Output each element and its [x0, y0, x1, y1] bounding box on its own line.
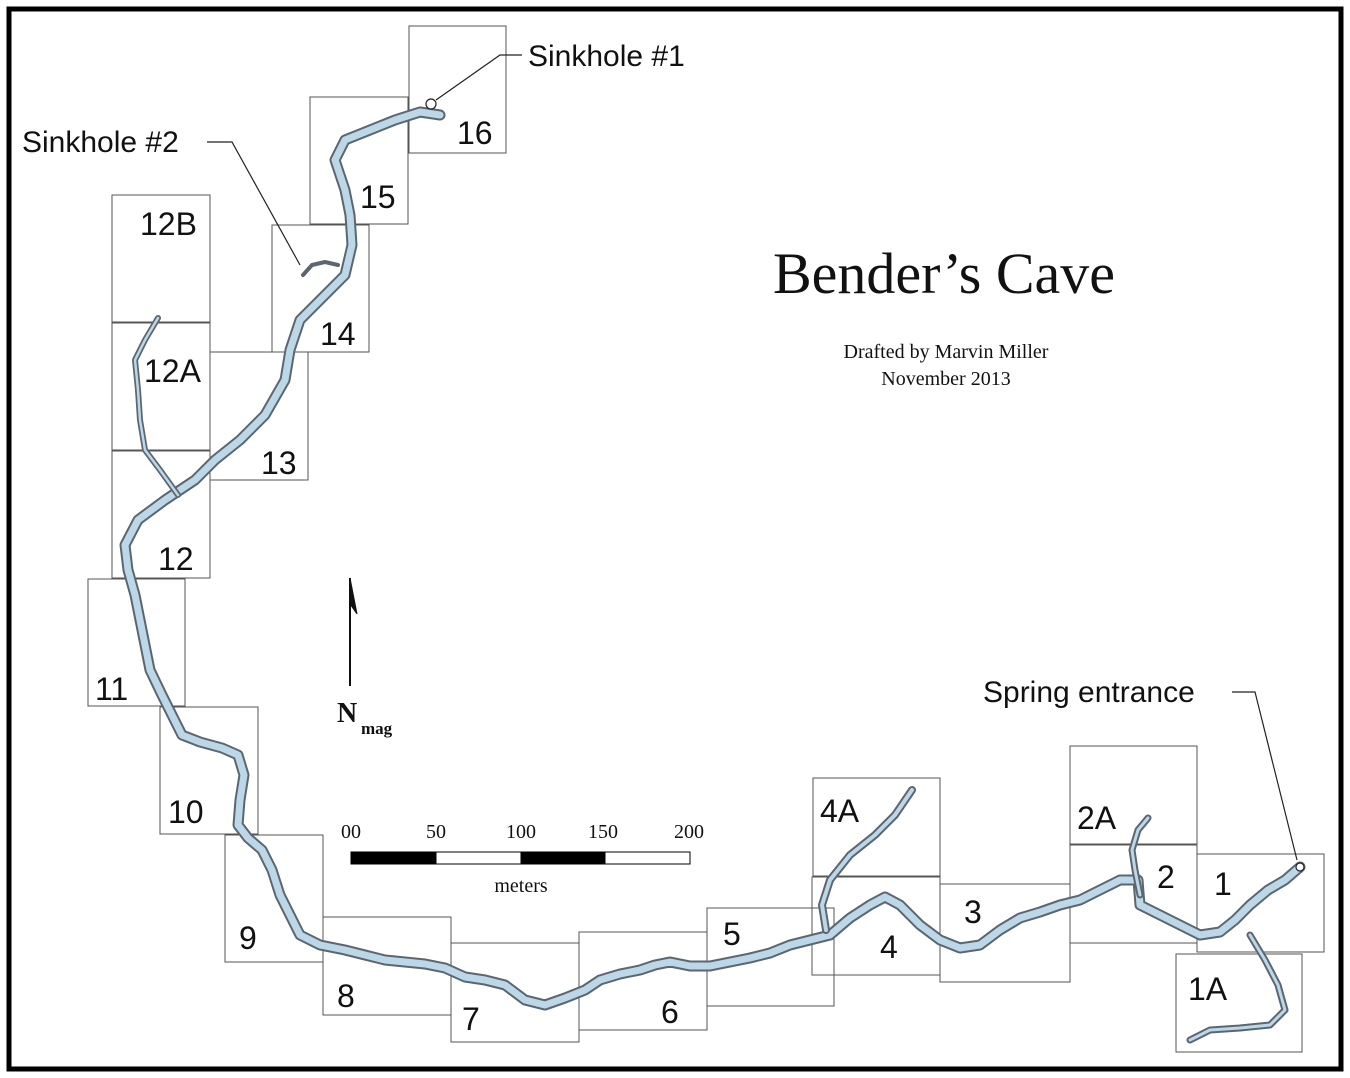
- sheet-box-16[interactable]: [408, 25, 507, 154]
- scale-unit: meters: [494, 875, 548, 897]
- scale-tick-200: 200: [674, 821, 704, 843]
- sheet-label-10: 10: [168, 794, 204, 830]
- sinkhole-1-marker: [425, 98, 437, 110]
- scale-segment-1: [350, 851, 437, 865]
- drafted-by: Drafted by Marvin Miller: [844, 341, 1049, 363]
- north-arrow-head-icon: [349, 577, 358, 615]
- sheet-label-16: 16: [457, 115, 493, 151]
- sheet-label-3: 3: [964, 894, 982, 930]
- sheet-labels: 1 1A 2 2A 3 4 4A 5 6 7 8 9 10 11 12 12A …: [95, 115, 1232, 1037]
- sinkhole-2-label: Sinkhole #2: [22, 126, 179, 159]
- sheet-label-13: 13: [261, 445, 297, 481]
- sinkhole-1-leader: [435, 54, 522, 101]
- spring-entrance-label: Spring entrance: [983, 676, 1195, 709]
- callouts: Sinkhole #1 Sinkhole #2 Spring entrance: [22, 40, 1298, 861]
- scale-tick-0: 00: [341, 821, 361, 843]
- sheet-label-15: 15: [360, 179, 396, 215]
- title-block: Bender’s Cave Drafted by Marvin Miller N…: [773, 241, 1115, 390]
- sheet-label-1: 1: [1214, 866, 1232, 902]
- sinkhole-1-label: Sinkhole #1: [528, 40, 685, 73]
- sheet-label-9: 9: [239, 920, 257, 956]
- sheet-box-1A[interactable]: [1175, 953, 1303, 1053]
- sheet-label-2A: 2A: [1077, 800, 1117, 836]
- sheet-box-10[interactable]: [159, 706, 259, 835]
- sheet-box-9[interactable]: [224, 834, 324, 963]
- sheet-label-14: 14: [320, 316, 356, 352]
- sheet-label-7: 7: [462, 1001, 480, 1037]
- sheet-label-2: 2: [1157, 859, 1175, 895]
- sheet-label-11: 11: [95, 671, 128, 707]
- scale-bar: 00 50 100 150 200 meters: [341, 821, 704, 897]
- sheet-box-12B[interactable]: [111, 194, 211, 323]
- sheet-label-1A: 1A: [1188, 971, 1228, 1007]
- sheet-label-4A: 4A: [820, 793, 860, 829]
- spring-entrance-leader: [1232, 691, 1298, 861]
- scale-tick-150: 150: [588, 821, 618, 843]
- scale-segment-2: [435, 851, 522, 865]
- north-arrow-letter: N: [337, 698, 357, 729]
- north-arrow: N mag: [337, 577, 393, 738]
- draft-date: November 2013: [881, 368, 1010, 390]
- sheet-label-12B: 12B: [140, 206, 197, 242]
- sheet-label-5: 5: [723, 916, 741, 952]
- cave-passage: [119, 98, 1306, 1044]
- sheet-box-11[interactable]: [87, 578, 186, 707]
- sheet-box-4[interactable]: [811, 876, 941, 976]
- sheet-box-4A[interactable]: [812, 777, 941, 877]
- sheet-box-15[interactable]: [309, 96, 409, 225]
- sheet-box-14[interactable]: [271, 224, 370, 353]
- scale-tick-50: 50: [426, 821, 446, 843]
- north-arrow-subscript: mag: [361, 719, 393, 738]
- sinkhole-2-leader: [207, 141, 301, 266]
- sheet-label-8: 8: [337, 978, 355, 1014]
- scale-segment-3: [520, 851, 606, 865]
- sheet-label-6: 6: [661, 994, 679, 1030]
- scale-segment-4: [604, 851, 691, 865]
- sheet-label-12A: 12A: [144, 353, 202, 389]
- sheet-box-12[interactable]: [111, 450, 211, 579]
- sheet-label-4: 4: [880, 929, 898, 965]
- sheet-box-13[interactable]: [209, 351, 309, 481]
- scale-tick-100: 100: [506, 821, 536, 843]
- sheet-label-12: 12: [158, 541, 194, 577]
- map-frame: [6, 6, 1344, 1072]
- spring-entrance-marker: [1295, 862, 1305, 872]
- map-title: Bender’s Cave: [773, 241, 1115, 306]
